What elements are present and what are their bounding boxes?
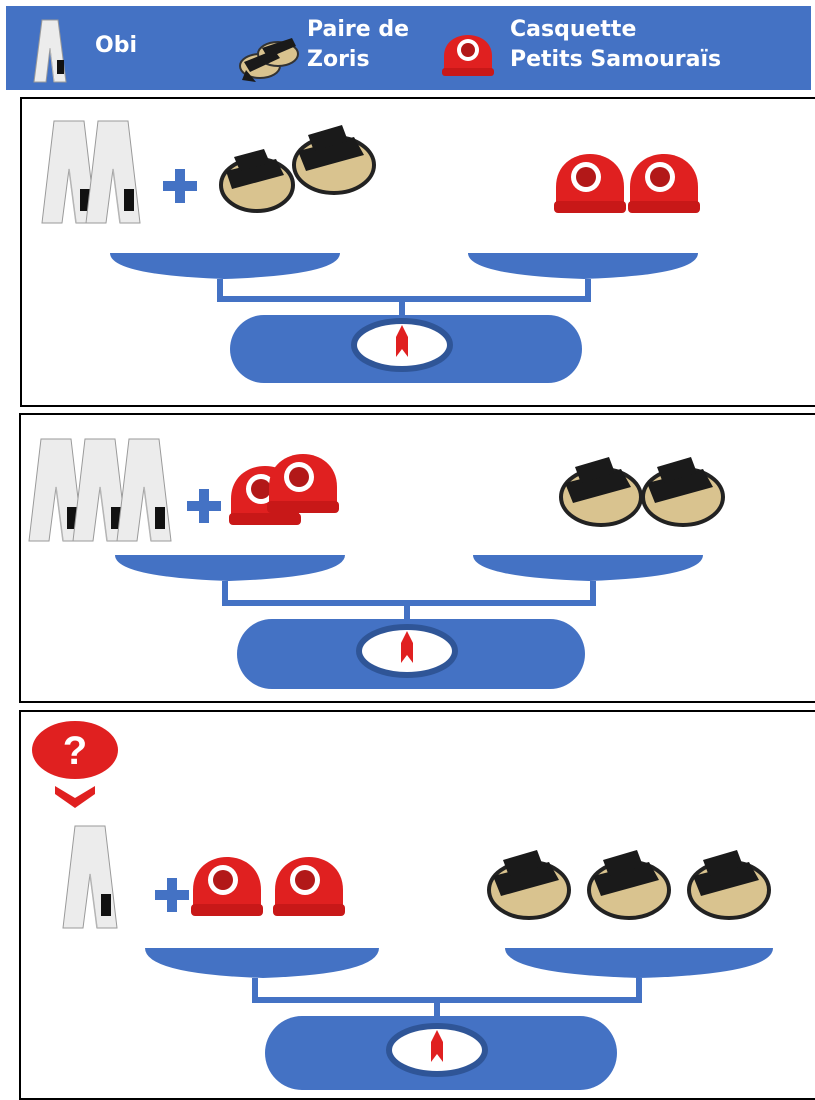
balance-panel-2 xyxy=(19,413,815,703)
balance-scale xyxy=(115,555,703,689)
legend-cap-label-1: Casquette xyxy=(510,17,637,42)
obi-icon xyxy=(116,438,172,542)
obi-icon xyxy=(33,19,67,83)
zori-icon xyxy=(587,850,671,920)
cap-icon xyxy=(267,454,339,513)
obi-icon xyxy=(72,438,128,542)
zori-icon xyxy=(641,457,725,527)
zori-icon xyxy=(687,850,771,920)
legend-zori-label-2: Zoris xyxy=(307,47,370,72)
plus-icon xyxy=(187,489,221,523)
cap-icon xyxy=(554,154,626,213)
legend-cap-label-2: Petits Samouraïs xyxy=(510,47,722,72)
zori-icon xyxy=(219,149,295,213)
obi-icon xyxy=(28,438,84,542)
obi-icon xyxy=(41,120,97,224)
question-mark: ? xyxy=(63,729,87,773)
zori-icon xyxy=(292,125,376,195)
cap-icon xyxy=(628,154,700,213)
balance-scale xyxy=(145,948,773,1090)
zori-icon xyxy=(487,850,571,920)
balance-panel-3: ? xyxy=(19,710,815,1100)
legend-zori-label-1: Paire de xyxy=(307,17,410,42)
legend-obi-label: Obi xyxy=(95,33,137,58)
question-bubble: ? xyxy=(30,719,120,808)
plus-icon xyxy=(155,878,189,912)
obi-icon xyxy=(62,825,118,929)
cap-icon xyxy=(442,35,494,76)
obi-icon xyxy=(85,120,141,224)
cap-icon xyxy=(273,857,345,916)
balance-panel-1 xyxy=(20,97,815,407)
zori-icon xyxy=(239,38,299,82)
cap-icon xyxy=(191,857,263,916)
plus-icon xyxy=(163,169,197,203)
balance-scale xyxy=(110,253,698,383)
legend-bar: Obi Paire de Zoris Casquette Petits Samo… xyxy=(6,6,811,90)
